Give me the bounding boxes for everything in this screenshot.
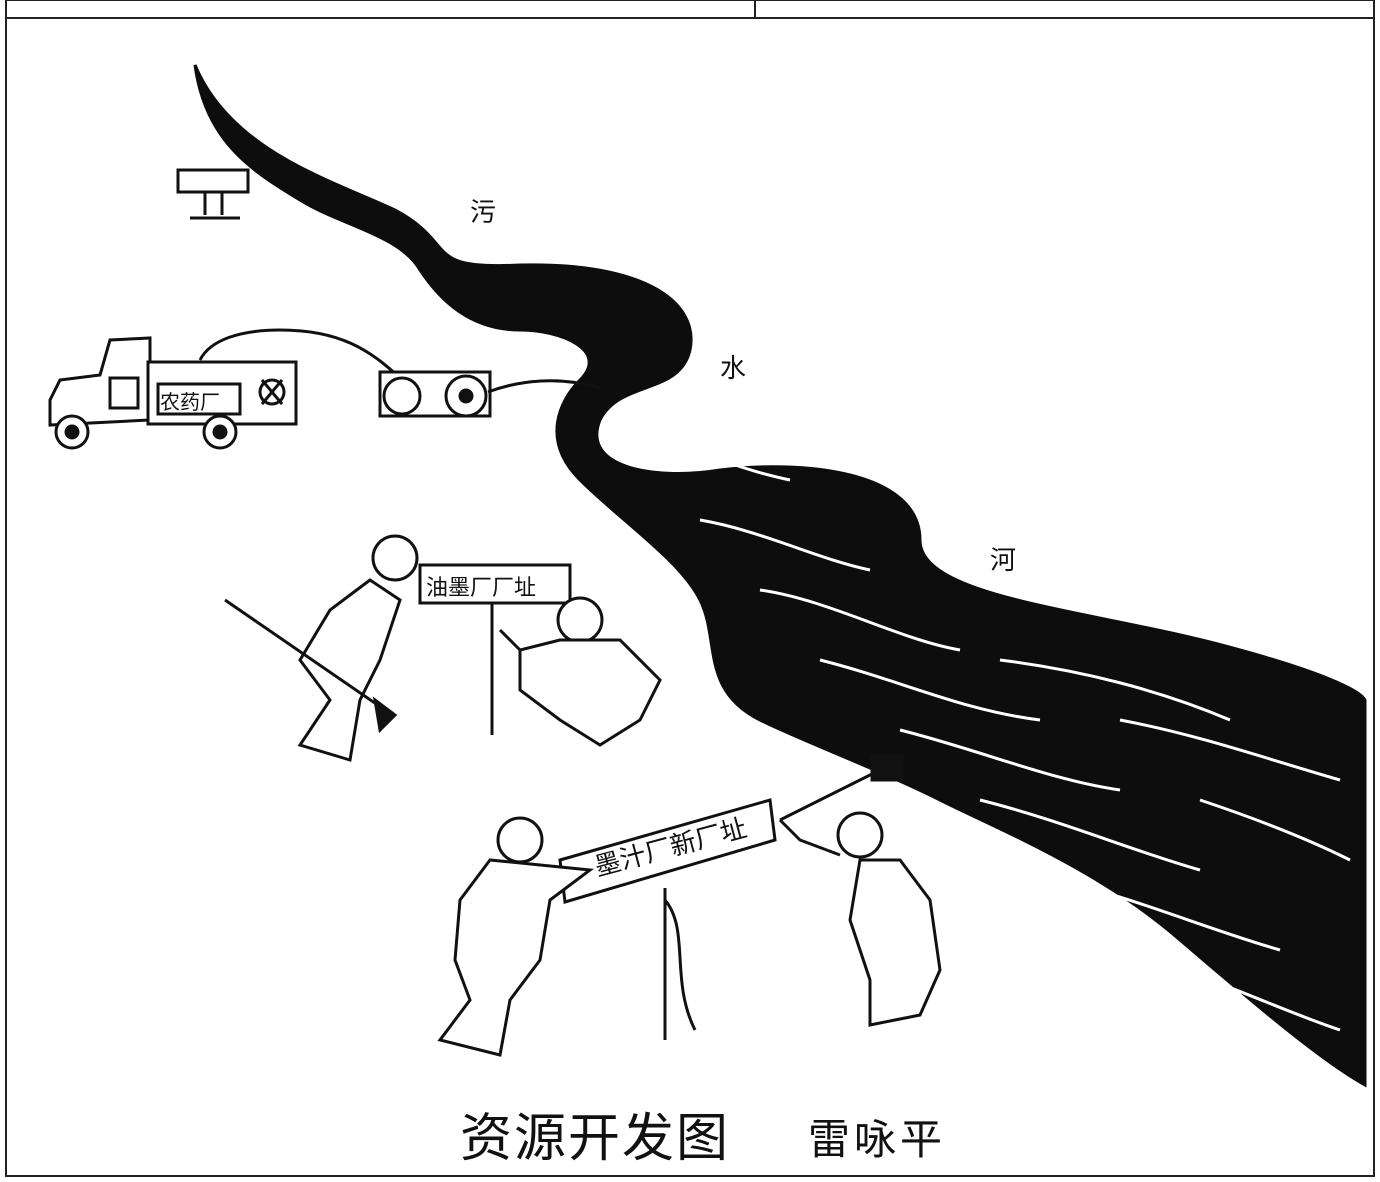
river-label-char: 污 [470,198,497,228]
truck-sign-text: 农药厂 [160,390,220,414]
pump-and-hose [198,328,601,418]
new-site-group [437,754,942,1057]
small-signpost [176,168,250,220]
river-label-char: 水 [720,354,747,384]
river-label-char: 河 [990,546,1017,576]
river-ripples [649,438,1351,1032]
caption-author: 雷咏平 [808,1115,947,1164]
old-site-sign-text: 油墨厂厂址 [426,576,537,601]
caption: 资源开发图 雷咏平 [0,1096,1380,1169]
polluted-river [193,64,1367,1088]
old-site-group [224,534,662,762]
caption-title: 资源开发图 [460,1109,731,1169]
pesticide-truck [48,336,298,450]
